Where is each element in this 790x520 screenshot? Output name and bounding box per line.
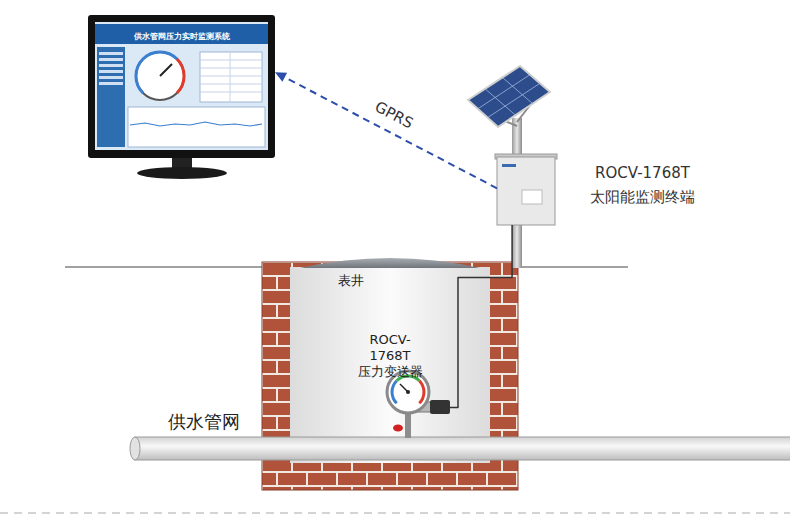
well-lid (300, 258, 480, 268)
signal-cable (450, 225, 512, 408)
sidebar-row (99, 76, 123, 79)
valve-handle (393, 425, 403, 432)
well-interior (290, 267, 490, 463)
screen-table-lines (200, 52, 262, 102)
well-node: 表井 ROCV-1768T 压力变送器 (290, 268, 490, 463)
node-label: 表井 (338, 273, 364, 289)
solar-panel (468, 66, 550, 127)
monitor-base (137, 167, 227, 179)
monitor-bezel (88, 15, 275, 158)
screen-gauge (136, 52, 184, 100)
gauge-stem (405, 412, 411, 438)
terminal-box (497, 157, 555, 225)
pipe-end (130, 437, 140, 460)
arrowhead (275, 72, 287, 82)
pressure-gauge (387, 371, 450, 438)
sidebar-row (99, 64, 123, 67)
edge-label-holder: GPRS (370, 97, 418, 134)
node-label: 供水管网压力实时监测系统 (88, 32, 275, 42)
sidebar-row (99, 70, 123, 73)
screen-gauge-scale (177, 59, 184, 93)
gauge-pivot (406, 390, 410, 394)
screen-gauge-needle (160, 64, 172, 76)
panel-grid-line (488, 83, 540, 117)
screen-table (200, 52, 262, 102)
monitor-node: 供水管网压力实时监测系统 (88, 15, 275, 158)
sidebar-rows (99, 52, 123, 85)
water-pipe (130, 437, 790, 460)
panel-grid-line (478, 75, 530, 109)
sidebar-row (99, 58, 123, 61)
monitor (88, 15, 275, 179)
ground-line (518, 266, 628, 267)
table-line (200, 84, 262, 85)
monitor-screen (95, 22, 268, 150)
node-label: 供水管网 (168, 411, 240, 433)
ground-line (65, 266, 262, 267)
edge-label: GPRS (370, 97, 418, 134)
table-line (200, 68, 262, 69)
pipe-body (135, 437, 790, 460)
gauge-scale (419, 381, 424, 404)
sidebar-row (99, 52, 123, 55)
gprs-link (275, 72, 497, 188)
table-line (200, 92, 262, 93)
screen-chart (128, 107, 265, 147)
table-line (200, 60, 262, 61)
nameplate (522, 190, 542, 204)
brand-mark (502, 164, 516, 167)
screen-sidebar (97, 47, 125, 147)
panel-grid (478, 75, 540, 118)
node-label: ROCV-1768T 太阳能监测终端 (590, 161, 695, 209)
sidebar-row (99, 82, 123, 85)
panel-grid-line (503, 78, 533, 104)
panel-grid-line (485, 89, 515, 115)
table-line (230, 52, 231, 102)
separator-line (0, 513, 790, 514)
node-label: ROCV-1768T 压力变送器 (358, 332, 423, 380)
sensor-head (430, 400, 450, 414)
gprs-link (283, 76, 497, 188)
chart-line (130, 122, 262, 126)
transmitter-node: ROCV-1768T 压力变送器 (330, 330, 450, 432)
terminal-node: ROCV-1768T 太阳能监测终端 (497, 157, 555, 225)
pipe-node: 供水管网 (135, 437, 790, 460)
screen-gauge-scale (136, 52, 177, 93)
signal-cable (450, 225, 512, 408)
gauge-scale (392, 381, 397, 404)
table-line (200, 76, 262, 77)
